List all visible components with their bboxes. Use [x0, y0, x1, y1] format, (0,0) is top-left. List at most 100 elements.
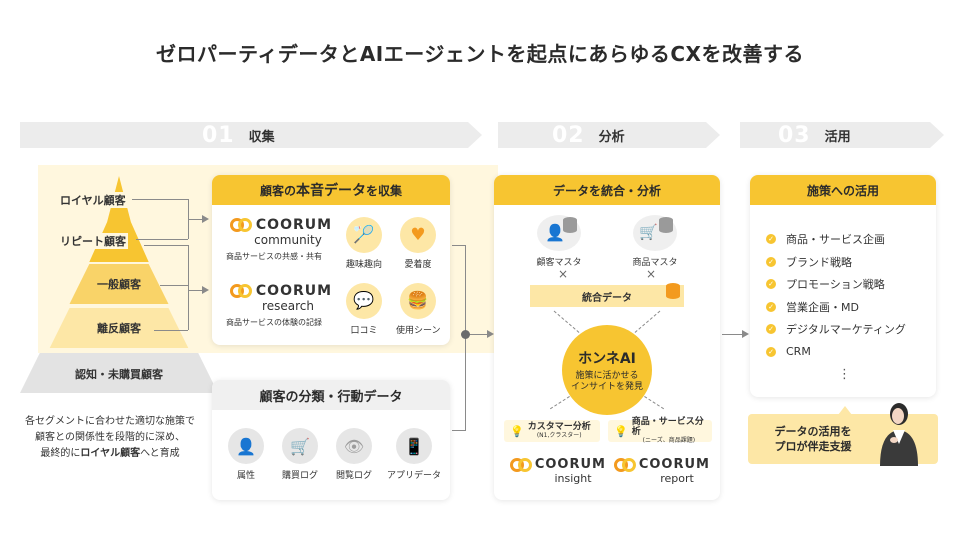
collect-card: 顧客の本音データを収集 COORUM community 商品サービスの共感・共…	[212, 175, 450, 345]
coorum-logo: COORUM	[226, 283, 336, 299]
stage-number: 01	[202, 122, 235, 148]
coorum-logo-icon	[614, 457, 636, 472]
coorum-logo-icon	[510, 457, 532, 472]
behavior-icon-app: 📱 アプリデータ	[384, 428, 444, 481]
product-research: COORUM research 商品サービスの体験の記録	[226, 283, 336, 328]
customer-master: 👤 顧客マスタ	[524, 215, 594, 268]
burger-icon: 🍔	[400, 283, 436, 319]
person-icon: 👤	[545, 223, 565, 242]
icon-label: 購買ログ	[281, 471, 318, 481]
connector-line	[452, 245, 466, 246]
coorum-logo-icon	[229, 218, 252, 232]
stage-collect: 01 収集	[20, 122, 482, 148]
icon-label: 閲覧ログ	[335, 471, 372, 481]
badminton-icon: 🏸	[346, 217, 382, 253]
connector-line	[144, 245, 188, 246]
coorum-logo: COORUM	[226, 217, 336, 233]
check-icon: ✓	[766, 301, 776, 312]
arrow-head	[487, 330, 494, 338]
use-card: 施策への活用 ✓商品・サービス企画 ✓ブランド戦略 ✓プロモーション戦略 ✓営業…	[750, 175, 936, 397]
ai-subtitle-line: 施策に活かせる	[575, 370, 639, 381]
stage-label: 分析	[598, 129, 625, 145]
eye-icon: 👁	[336, 428, 372, 464]
icon-label: 趣味趣向	[345, 260, 382, 270]
product-description: 商品サービスの体験の記録	[226, 318, 322, 327]
logo-product: insight	[554, 472, 592, 485]
segment-label-royal: ロイヤル顧客	[58, 192, 128, 208]
note-suffix: へと育成	[140, 448, 180, 459]
coorum-logo: COORUM	[510, 457, 606, 472]
master-label: 商品マスタ	[632, 258, 678, 268]
coorum-logo-icon	[229, 284, 252, 298]
pyramid-tier-unaware: 認知・未購買顧客	[20, 353, 218, 393]
note-prefix: 最終的に	[40, 448, 81, 459]
logo-product: research	[262, 299, 314, 313]
icon-label: 口コミ	[350, 326, 378, 336]
stage-number: 02	[552, 122, 585, 148]
customer-analysis-tag: 💡 カスタマー分析 (N1,クラスター)	[504, 420, 600, 442]
stage-use: 03 活用	[740, 122, 944, 148]
behavior-icon-attribute: 👤 属性	[224, 428, 268, 481]
insight-icon-scene: 🍔 使用シーン	[396, 283, 441, 336]
stage-label: 活用	[824, 129, 851, 145]
insight-icon-attachment: ♥ 愛着度	[396, 217, 440, 270]
use-list: ✓商品・サービス企画 ✓ブランド戦略 ✓プロモーション戦略 ✓営業企画・MD ✓…	[766, 228, 906, 363]
merge-dot	[461, 330, 470, 339]
ai-subtitle-line: インサイトを発見	[570, 381, 643, 392]
tag-main: カスタマー分析	[527, 422, 591, 432]
customer-master-visual: 👤	[537, 215, 581, 251]
logo-brand: COORUM	[638, 457, 710, 472]
ai-subtitle: 施策に活かせる インサイトを発見	[571, 371, 643, 393]
connector-line	[188, 245, 189, 330]
connector-line	[188, 290, 202, 291]
person-icon: 👤	[228, 428, 264, 464]
note-line: 顧客との関係性を段階的に深め、	[35, 432, 185, 443]
coorum-insight-logo: COORUM insight	[510, 457, 606, 485]
icon-label: アプリデータ	[386, 471, 441, 481]
cross-mark: ×	[558, 267, 569, 281]
logo-product: report	[660, 472, 694, 485]
stage-number: 03	[778, 122, 811, 148]
product-master-visual: 🛒	[633, 215, 677, 251]
connector-line	[132, 199, 189, 200]
database-icon	[659, 217, 673, 233]
list-item-label: デジタルマーケティング	[786, 323, 906, 337]
database-icon	[666, 283, 680, 299]
behavior-icon-browse: 👁 閲覧ログ	[332, 428, 376, 481]
tag-sub: (N1,クラスター)	[536, 432, 582, 439]
pyramid-note: 各セグメントに合わせた適切な施策で 顧客との関係性を段階的に深め、 最終的にロイ…	[10, 414, 210, 462]
callout-pointer	[838, 406, 852, 415]
lightbulb-icon: 💡	[510, 424, 524, 438]
lightbulb-icon: 💡	[614, 424, 628, 438]
icon-label: 使用シーン	[396, 326, 441, 336]
check-icon: ✓	[766, 279, 776, 290]
list-item: ✓ 営業企画・MD	[766, 296, 906, 319]
segment-label-repeat: リピート顧客	[58, 233, 128, 249]
list-item-label: 営業企画・MD	[786, 300, 859, 314]
page-title: ゼロパーティデータとAIエージェントを起点にあらゆるCXを改善する	[156, 42, 804, 66]
behavior-card: 顧客の分類・行動データ 👤 属性 🛒 購買ログ 👁 閲覧ログ 📱 アプリデータ	[212, 380, 450, 500]
pyramid-tier-lapsed: 離反顧客	[49, 308, 189, 348]
logo-brand: COORUM	[255, 283, 333, 299]
connector-line	[154, 330, 188, 331]
check-icon: ✓	[766, 324, 776, 335]
analysis-card-header: データを統合・分析	[494, 175, 720, 205]
note-line: 各セグメントに合わせた適切な施策で	[25, 416, 195, 427]
connector-line	[452, 430, 466, 431]
product-description: 商品サービスの共感・共有	[226, 252, 322, 261]
behavior-card-header: 顧客の分類・行動データ	[212, 380, 450, 410]
arrow-head	[742, 330, 749, 338]
header-text: 顧客の	[259, 183, 296, 198]
integrated-data-box: 統合データ	[530, 285, 684, 307]
tag-text: 商品・サービス分析 (ニーズ、商品課題)	[632, 417, 706, 445]
cart-icon: 🛒	[639, 223, 658, 241]
product-community: COORUM community 商品サービスの共感・共有	[226, 217, 336, 262]
cross-mark: ×	[646, 267, 657, 281]
stage-label: 収集	[248, 129, 275, 145]
header-emphasis: 本音データ	[296, 183, 366, 199]
connector-line	[188, 219, 202, 220]
use-card-header: 施策への活用	[750, 175, 936, 205]
honne-ai-engine: ホンネAI 施策に活かせる インサイトを発見	[562, 325, 652, 415]
smartphone-icon: 📱	[396, 428, 432, 464]
logo-brand: COORUM	[534, 457, 606, 472]
